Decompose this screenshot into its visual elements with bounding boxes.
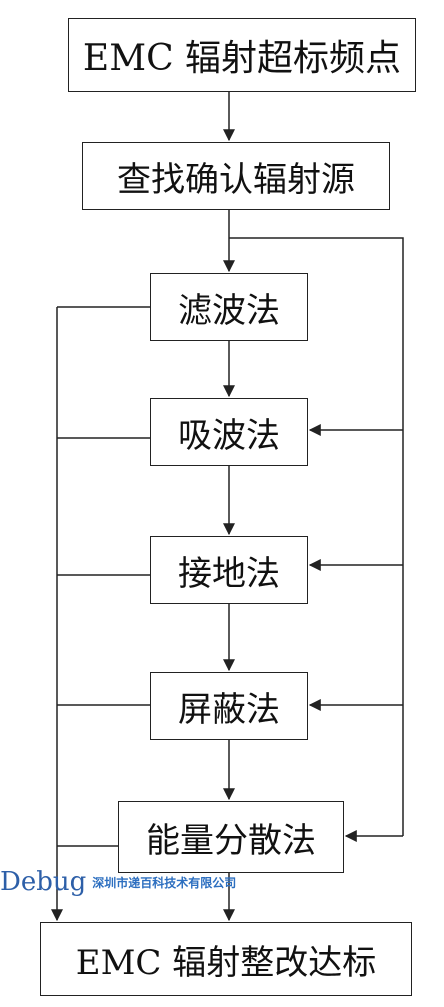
node-shielding-method: 屏蔽法 <box>150 672 308 740</box>
node-label: EMC 辐射整改达标 <box>75 942 377 983</box>
node-energy-spread-method: 能量分散法 <box>118 801 344 873</box>
watermark-logo: Debug <box>0 867 87 897</box>
node-absorbing-method: 吸波法 <box>150 398 308 466</box>
node-radiation-compliance: EMC 辐射整改达标 <box>40 922 412 996</box>
node-label: 接地法 <box>178 553 280 594</box>
node-radiation-exceed-frequency: EMC 辐射超标频点 <box>68 18 416 92</box>
right-bypass-trunk <box>229 237 404 836</box>
node-label: 查找确认辐射源 <box>117 159 355 200</box>
watermark-company: 深圳市递百科技术有限公司 <box>92 875 237 890</box>
watermark: Debug 深圳市递百科技术有限公司 <box>0 866 236 898</box>
node-label: EMC 辐射超标频点 <box>82 38 402 79</box>
node-locate-radiation-source: 查找确认辐射源 <box>82 142 390 210</box>
node-label: 吸波法 <box>178 415 280 456</box>
node-label: 能量分散法 <box>146 820 316 861</box>
node-label: 滤波法 <box>178 290 280 331</box>
node-label: 屏蔽法 <box>178 689 280 730</box>
node-grounding-method: 接地法 <box>150 536 308 604</box>
node-filtering-method: 滤波法 <box>150 273 308 341</box>
